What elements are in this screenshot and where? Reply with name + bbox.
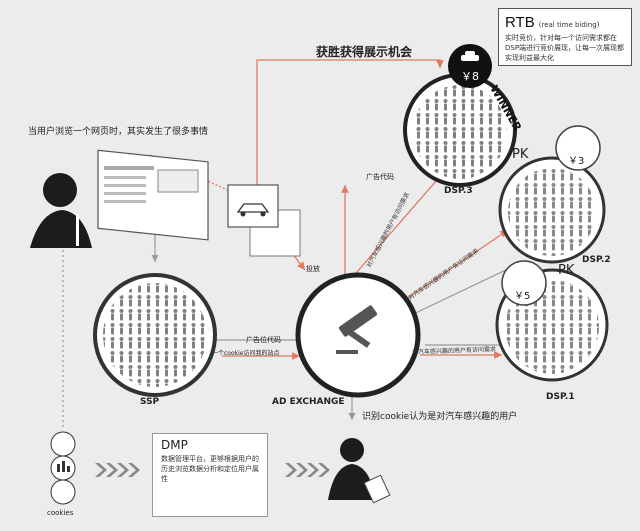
dsp1-price-badge	[501, 260, 547, 306]
label-req-dsp2: 对汽车感兴趣的用户有访问需求	[407, 247, 480, 302]
pk-top-label: PK	[512, 147, 529, 162]
adx-label: AD EXCHANGE	[272, 397, 345, 407]
rtb-title: RTB	[505, 14, 535, 31]
rtb-info-box: RTB(real time biding) 实时竞价，针对每一个访问需求都在DS…	[498, 8, 632, 66]
rtb-description: 实时竞价，针对每一个访问需求都在DSP端进行竞价展现，让每一次展现都实现利益最大…	[505, 34, 625, 62]
pk-bottom-label: PK	[558, 263, 575, 278]
dsp2-price: ￥3	[568, 156, 585, 167]
rtb-subtitle: (real time biding)	[538, 21, 600, 29]
label-deliver: 投放	[306, 265, 320, 273]
user-person-icon	[328, 438, 376, 500]
label-visit-site: 一个cookie访问我的站点	[212, 350, 280, 357]
dsp3-label: DSP.3	[444, 186, 473, 196]
dsp3-price: ￥8	[461, 70, 479, 83]
main-title: 获胜获得展示机会	[316, 45, 413, 59]
cookie-tag-icon	[363, 474, 391, 504]
label-req-dsp1: 对汽车感兴趣的用户有访问需求	[412, 345, 496, 356]
dsp2-crowd	[508, 168, 596, 256]
dsp3-crowd	[413, 85, 507, 179]
browser-window-icon	[97, 149, 209, 241]
label-ad-slot-code: 广告位代码	[246, 336, 281, 344]
dsp3-price-badge	[448, 44, 492, 88]
ssp-label: SSP	[140, 397, 160, 407]
car-ad-icon	[227, 184, 301, 257]
cookie-icons	[50, 431, 76, 505]
ssp-crowd	[103, 283, 207, 387]
cookies-label: cookies	[47, 509, 74, 517]
label-ad-code-top: 广告代码	[366, 173, 394, 181]
dsp1-price: ￥5	[514, 291, 531, 302]
intro-text: 当用户浏览一个网页时，其实发生了很多事情	[28, 127, 209, 137]
dmp-title: DMP	[161, 438, 188, 452]
person-icon	[30, 173, 92, 248]
chevron-arrows	[95, 463, 330, 477]
dmp-description: 数据管理平台，更够根据用户的历史浏览数据分析和定位用户属性	[161, 455, 259, 483]
gavel-icon	[336, 305, 378, 354]
dmp-info-box: DMP 数据管理平台，更够根据用户的历史浏览数据分析和定位用户属性	[152, 433, 268, 517]
dsp2-price-badge	[555, 125, 601, 171]
label-identify: 识别cookie认为是对汽车感兴趣的用户	[362, 412, 518, 422]
dsp1-label: DSP.1	[546, 392, 575, 402]
label-req-dsp3: 对汽车感兴趣的用户有访问需求	[365, 191, 412, 269]
car-icon	[461, 51, 479, 61]
dsp2-label: DSP.2	[582, 255, 611, 265]
